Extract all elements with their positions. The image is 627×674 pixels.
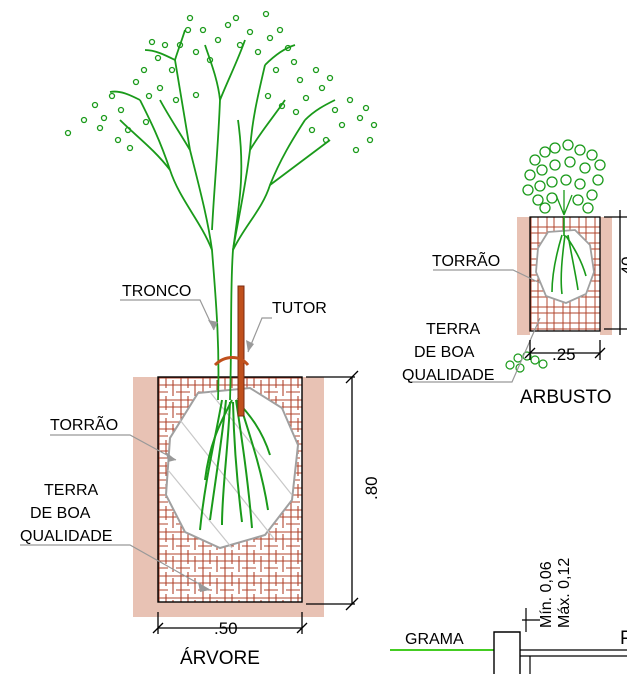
tree-pit-wall-right — [302, 377, 324, 617]
paving-line — [520, 649, 627, 674]
tree-stake — [237, 285, 245, 417]
shrub-width-value: .25 — [552, 345, 576, 364]
grass-label: GRAMA — [405, 631, 464, 648]
tree-soil-label-2: DE BOA — [30, 505, 91, 522]
shrub-roots — [551, 216, 587, 295]
max-height-label: Máx. 0,12 — [556, 558, 573, 628]
leader-arrow-rootball — [166, 452, 176, 462]
tree-label-leaders — [20, 299, 272, 591]
tree-canopy-leaves — [64, 10, 378, 154]
leader-arrow-stake — [246, 340, 254, 352]
shrub-soil-label-1: TERRA — [426, 321, 481, 338]
shrub-soil-label-3: QUALIDADE — [402, 367, 494, 384]
shrub-label-leaders — [408, 269, 541, 383]
tree-rootball-label: TORRÃO — [50, 414, 118, 434]
stake-tie — [213, 356, 250, 367]
tree-title: ÁRVORE — [180, 648, 260, 669]
tree-soil-label-3: QUALIDADE — [20, 528, 112, 545]
leader-arrow-trunk — [208, 320, 218, 330]
leader-arrow-soil — [198, 582, 210, 592]
shrub-depth-dimension — [604, 210, 627, 335]
curb-profile — [493, 631, 521, 674]
tree-graphic — [109, 29, 336, 401]
shrub-rootball — [535, 229, 595, 304]
min-height-label: Mín. 0,06 — [538, 561, 555, 628]
shrub-pit-wall-right — [600, 217, 612, 335]
tree-trunk-label: TRONCO — [122, 283, 191, 300]
shrub-soil-label-2: DE BOA — [414, 344, 475, 361]
tree-soil-label-1: TERRA — [44, 482, 99, 499]
shrub-title: ARBUSTO — [520, 387, 612, 408]
tree-depth-value: .80 — [362, 476, 381, 500]
curb-height-dimension — [522, 608, 540, 632]
shrub-planting-pit — [517, 216, 612, 335]
tree-pit-bottom — [133, 602, 324, 617]
tree-stake-label: TUTOR — [272, 300, 327, 317]
lawn-detail — [390, 608, 627, 674]
shrub-depth-value: .40 — [618, 256, 627, 280]
tree-pit-wall-left — [133, 377, 158, 617]
edge-label-partial: P — [620, 628, 627, 649]
tree-width-dimension — [152, 612, 308, 634]
shrub-pit-wall-left — [517, 217, 530, 335]
tree-width-value: .50 — [214, 619, 238, 638]
shrub-width-dimension — [524, 340, 606, 360]
tree-roots — [199, 397, 271, 531]
shrub-rootball-label: TORRÃO — [432, 250, 500, 270]
tree-planting-pit — [133, 376, 324, 617]
shrub-small-foliage — [505, 351, 548, 373]
tree-depth-dimension — [306, 370, 359, 611]
shrub-foliage — [522, 139, 606, 216]
